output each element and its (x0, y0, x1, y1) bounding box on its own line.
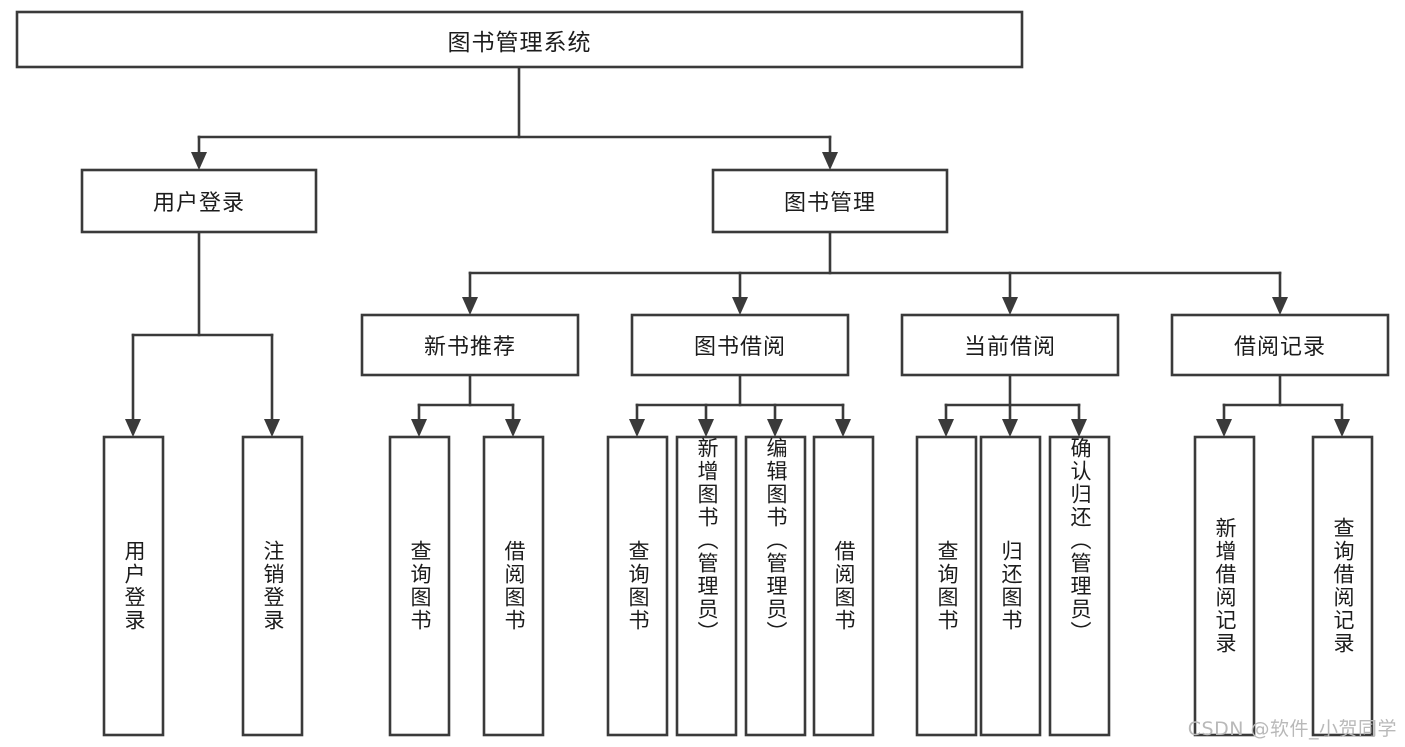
arrowhead-book-borrow (732, 297, 748, 315)
arrowhead-br-leaf-2 (1334, 419, 1350, 437)
node-borrow-record[interactable] (1170, 313, 1390, 377)
leaf-current-borrow-0[interactable] (915, 435, 978, 737)
leaf-current-borrow-2[interactable] (1048, 435, 1111, 737)
arrowhead-new-book (462, 297, 478, 315)
arrowhead-bb-leaf-3 (767, 419, 783, 437)
node-user-login[interactable] (80, 168, 318, 234)
leaf-borrow-record-1[interactable] (1311, 435, 1374, 737)
arrowhead-user-login (191, 152, 207, 170)
leaf-user-login-1[interactable] (241, 435, 304, 737)
leaf-book-borrow-2[interactable] (744, 435, 807, 737)
node-book-borrow[interactable] (630, 313, 850, 377)
arrowhead-borrow-record (1272, 297, 1288, 315)
arrowhead-cb-leaf-1 (938, 419, 954, 437)
leaf-new-book-0[interactable] (388, 435, 451, 737)
leaf-book-borrow-1[interactable] (675, 435, 738, 737)
leaf-book-borrow-0[interactable] (606, 435, 669, 737)
arrowhead-current-borrow (1002, 297, 1018, 315)
leaf-new-book-1[interactable] (482, 435, 545, 737)
arrowhead-nb-leaf-1 (411, 419, 427, 437)
arrowhead-leaf-logout (264, 419, 280, 437)
arrowhead-br-leaf-1 (1216, 419, 1232, 437)
node-book-management[interactable] (711, 168, 949, 234)
arrowhead-bb-leaf-2 (698, 419, 714, 437)
node-root-book-management-system[interactable] (15, 10, 1024, 69)
arrowhead-nb-leaf-2 (505, 419, 521, 437)
leaf-current-borrow-1[interactable] (979, 435, 1042, 737)
arrowhead-bb-leaf-1 (629, 419, 645, 437)
leaf-user-login-0[interactable] (102, 435, 165, 737)
leaf-book-borrow-3[interactable] (812, 435, 875, 737)
leaf-borrow-record-0[interactable] (1193, 435, 1256, 737)
arrowhead-cb-leaf-3 (1071, 419, 1087, 437)
arrowhead-leaf-user-login (125, 419, 141, 437)
arrowhead-cb-leaf-2 (1002, 419, 1018, 437)
arrowhead-bb-leaf-4 (835, 419, 851, 437)
arrowhead-book-manage (822, 152, 838, 170)
node-current-borrow[interactable] (900, 313, 1120, 377)
node-new-book-recommend[interactable] (360, 313, 580, 377)
